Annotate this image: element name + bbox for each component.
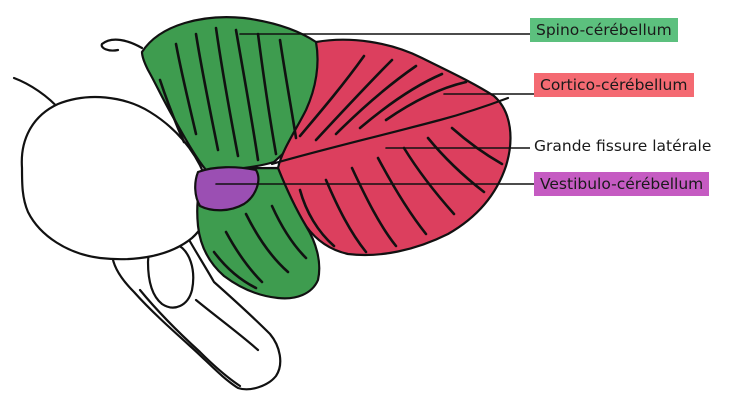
label-spino-cerebellum: Spino-cérébellum [530, 18, 678, 42]
nerve-filament-top [102, 40, 142, 51]
label-cortico-cerebellum: Cortico-cérébellum [534, 73, 694, 97]
nerve-filament-left [14, 78, 60, 110]
label-vestibulo-cerebellum: Vestibulo-cérébellum [534, 172, 709, 196]
label-lateral-fissure: Grande fissure latérale [530, 134, 715, 158]
